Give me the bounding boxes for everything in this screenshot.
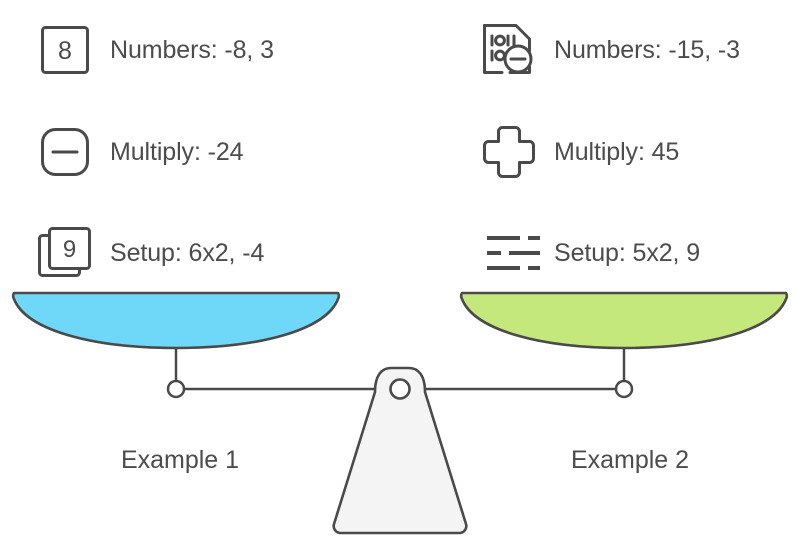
- legend-row-label: Multiply: 45: [554, 137, 680, 166]
- rounded-square-minus-icon: [34, 121, 96, 183]
- right-hanger-joint: [614, 379, 634, 399]
- svg-text:9: 9: [63, 236, 76, 263]
- legend-row-label: Setup: 5x2, 9: [554, 238, 701, 267]
- dashed-lines-icon: [478, 222, 540, 284]
- square-number-8-icon: 8: [34, 19, 96, 81]
- legend-row-label: Numbers: -15, -3: [554, 35, 740, 64]
- legend-row-setup-left: 9 Setup: 6x2, -4: [34, 213, 264, 293]
- legend-column-left: 8 Numbers: -8, 3 Multiply: -24: [0, 0, 400, 292]
- legend-row-numbers-left: 8 Numbers: -8, 3: [34, 10, 274, 90]
- pivot-ring: [389, 378, 411, 400]
- right-pan: [459, 291, 789, 350]
- legend-row-label: Setup: 6x2, -4: [110, 238, 265, 267]
- right-example-caption: Example 2: [570, 446, 690, 474]
- left-hanger-joint: [166, 379, 186, 399]
- legend-row-setup-right: Setup: 5x2, 9: [478, 213, 700, 293]
- rounded-plus-icon: [478, 121, 540, 183]
- left-pan: [11, 291, 341, 350]
- balance-scale: Example 1 Example 2: [0, 280, 800, 551]
- svg-text:8: 8: [58, 37, 72, 65]
- fulcrum: [332, 366, 468, 535]
- legend-row-label: Numbers: -8, 3: [110, 35, 274, 64]
- stacked-squares-number-9-icon: 9: [34, 222, 96, 284]
- legend-row-label: Multiply: -24: [110, 137, 244, 166]
- legend-column-right: Numbers: -15, -3 Multiply: 45: [400, 0, 800, 292]
- legend: 8 Numbers: -8, 3 Multiply: -24: [0, 0, 800, 292]
- left-example-caption: Example 1: [120, 446, 240, 474]
- legend-row-multiply-left: Multiply: -24: [34, 112, 244, 192]
- legend-row-numbers-right: Numbers: -15, -3: [478, 10, 740, 90]
- legend-row-multiply-right: Multiply: 45: [478, 112, 679, 192]
- binary-file-minus-icon: [478, 19, 540, 81]
